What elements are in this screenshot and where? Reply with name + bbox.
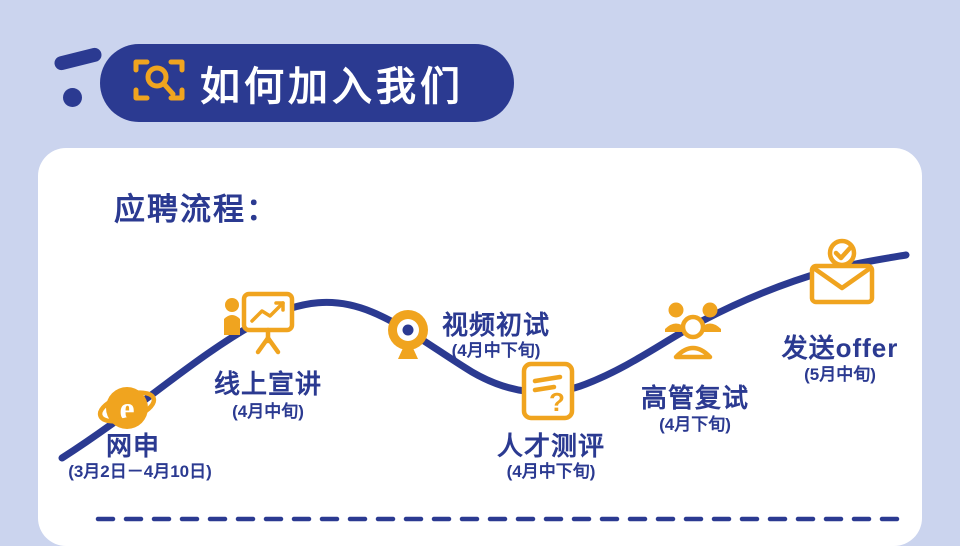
presentation-icon [222,288,298,365]
step-date: (4月中旬) [232,402,304,421]
scan-search-icon [132,56,186,111]
step-date: (4月中下旬) [506,462,596,481]
process-title: 应聘流程： [114,192,279,227]
step-label: 人才测评 [496,431,605,461]
banner-title: 如何加入我们 [200,65,464,109]
step-label: 网申 [105,431,160,461]
step-label: 发送offer [781,333,899,363]
offer-envelope-icon [807,238,877,311]
bottom-dashed-divider [95,516,905,522]
step-date: (3月2日－4月10日) [68,462,212,481]
decor-dot [63,88,82,107]
step-date: (4月中下旬) [451,341,541,360]
executives-group-icon [659,297,727,366]
step-date: (4月下旬) [659,415,731,434]
webcam-icon [380,306,436,369]
ie-browser-icon: e [97,377,157,442]
decor-dash [53,46,103,72]
step-label: 高管复试 [640,383,749,413]
banner: 如何加入我们 [100,44,514,122]
svg-text:?: ? [549,387,565,417]
step-label: 线上宣讲 [213,369,322,399]
step-label: 视频初试 [441,310,550,340]
step-date: (5月中旬) [804,365,876,384]
assessment-doc-icon: ? [516,358,580,429]
